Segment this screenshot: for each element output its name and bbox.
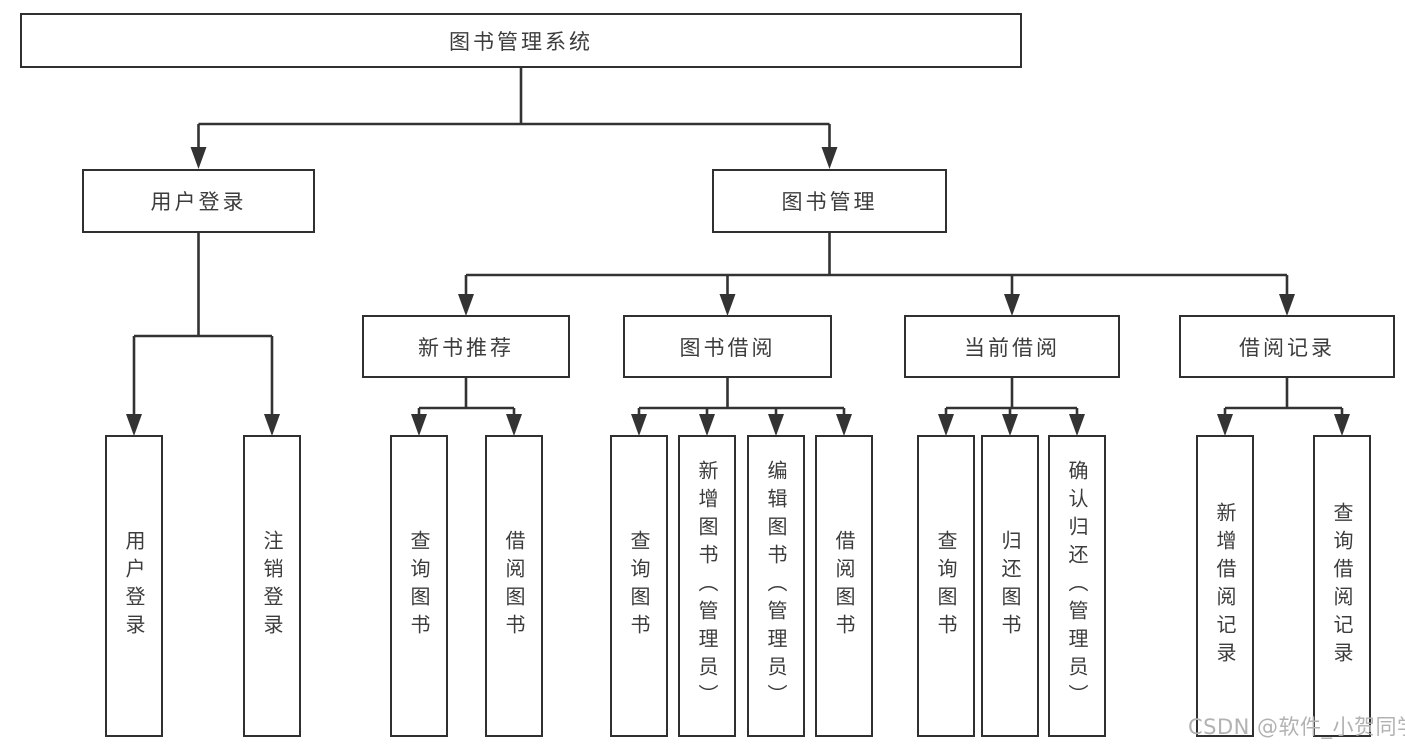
leaf-add-borrow-record: 新增借阅记录 <box>1196 435 1254 737</box>
node-borrowing-records: 借阅记录 <box>1179 315 1395 378</box>
node-new-book-recommendation: 新书推荐 <box>362 315 570 378</box>
leaf-label: 归还图书 <box>998 530 1022 642</box>
leaf-return-book: 归还图书 <box>981 435 1039 737</box>
leaf-label: 查询图书 <box>627 530 651 642</box>
leaf-user-login: 用户登录 <box>105 435 163 737</box>
leaf-borrow-books-recommend: 借阅图书 <box>485 435 543 737</box>
node-book-borrowing: 图书借阅 <box>623 315 832 378</box>
leaf-label: 查询借阅记录 <box>1330 502 1354 670</box>
leaf-add-book-admin: 新增图书（管理员） <box>678 435 736 737</box>
leaf-logout: 注销登录 <box>243 435 301 737</box>
node-label: 借阅记录 <box>1239 335 1335 360</box>
leaf-label: 借阅图书 <box>502 530 526 642</box>
leaf-label: 查询图书 <box>934 530 958 642</box>
leaf-confirm-return-admin: 确认归还（管理员） <box>1048 435 1106 737</box>
leaf-label: 确认归还（管理员） <box>1065 460 1089 712</box>
node-label: 用户登录 <box>150 190 247 214</box>
leaf-edit-book-admin: 编辑图书（管理员） <box>747 435 805 737</box>
node-current-borrowing: 当前借阅 <box>904 315 1120 378</box>
node-label: 当前借阅 <box>964 335 1060 360</box>
leaf-label: 新增借阅记录 <box>1213 502 1237 670</box>
leaf-query-borrow-record: 查询借阅记录 <box>1313 435 1371 737</box>
leaf-label: 编辑图书（管理员） <box>764 460 788 712</box>
node-label: 图书借阅 <box>679 335 776 360</box>
leaf-label: 查询图书 <box>407 530 431 642</box>
leaf-query-books-current: 查询图书 <box>917 435 975 737</box>
leaf-label: 用户登录 <box>122 530 146 642</box>
leaf-label: 注销登录 <box>260 530 284 642</box>
node-book-management: 图书管理 <box>712 169 947 233</box>
node-label: 图书管理 <box>781 190 878 214</box>
node-user-login: 用户登录 <box>82 169 315 233</box>
node-label: 新书推荐 <box>418 335 514 360</box>
leaf-borrow-books-borrowing: 借阅图书 <box>815 435 873 737</box>
watermark: CSDN @软件_小贺同学 <box>1188 715 1405 739</box>
leaf-label: 新增图书（管理员） <box>695 460 719 712</box>
leaf-label: 借阅图书 <box>832 530 856 642</box>
leaf-query-books-borrowing: 查询图书 <box>610 435 668 737</box>
node-library-management-system: 图书管理系统 <box>20 13 1022 68</box>
leaf-query-books-recommend: 查询图书 <box>390 435 448 737</box>
node-label: 图书管理系统 <box>449 29 593 54</box>
